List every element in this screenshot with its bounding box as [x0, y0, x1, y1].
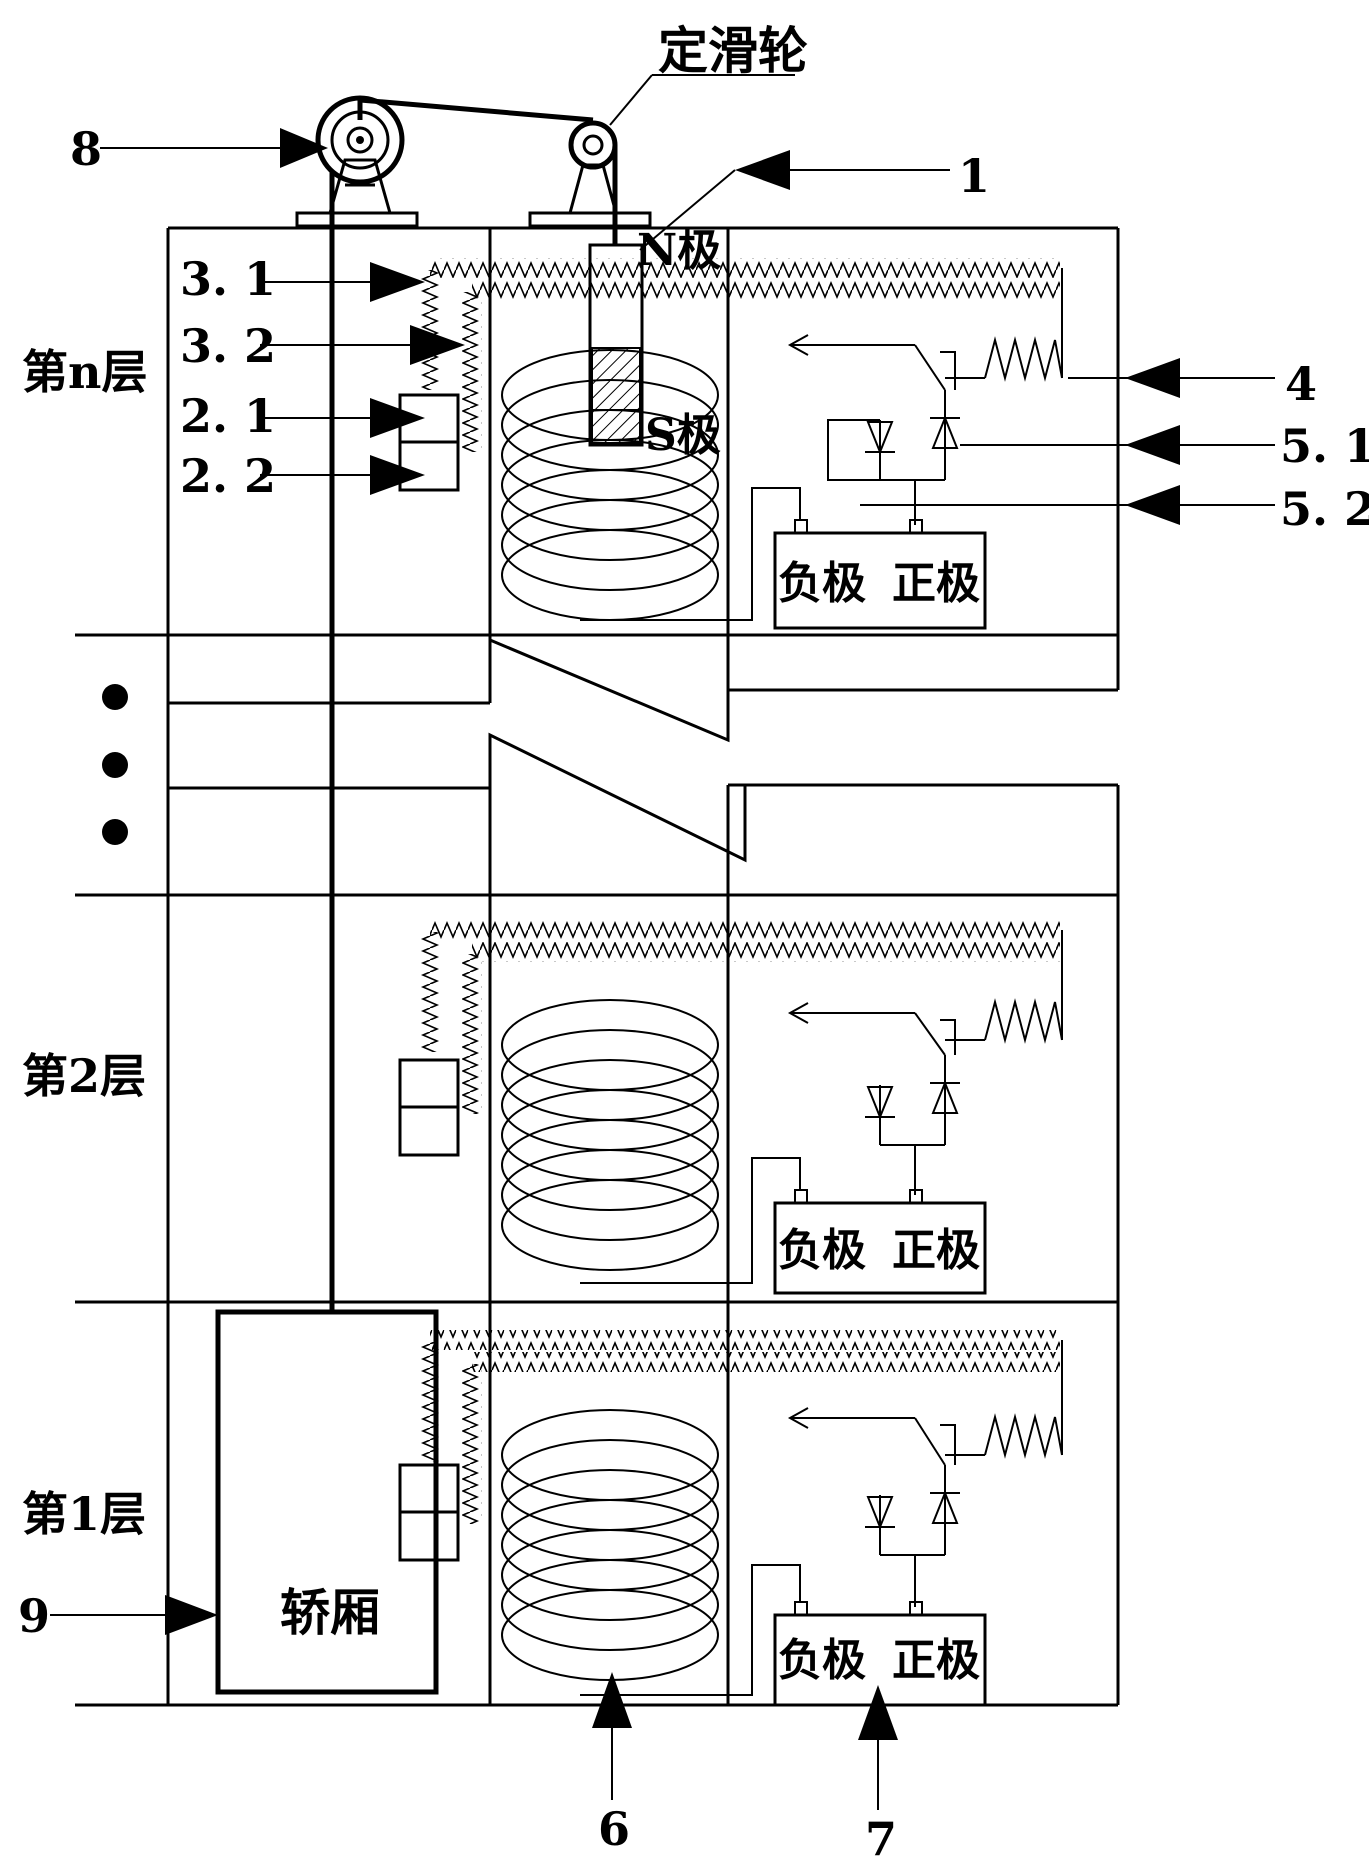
callout-9: 9: [18, 1589, 218, 1643]
motor-pulley: [295, 95, 419, 228]
svg-text:2. 1: 2. 1: [180, 389, 276, 443]
battery-positive-1: 正极: [892, 1635, 980, 1686]
coil-n: [501, 349, 719, 621]
svg-text:5. 2: 5. 2: [1280, 482, 1369, 536]
n-pole-label: N极: [637, 225, 721, 276]
coil-2: [501, 999, 719, 1271]
svg-text:9: 9: [18, 1589, 50, 1643]
car-label: 轿厢: [280, 1583, 380, 1642]
floor-label-1: 第1层: [22, 1487, 146, 1541]
cable: [329, 97, 618, 1310]
svg-text:6: 6: [598, 1802, 630, 1856]
callout-5-2: 5. 2: [860, 482, 1369, 536]
svg-text:7: 7: [865, 1812, 897, 1866]
battery-positive-n: 正极: [892, 558, 980, 609]
battery-negative-2: 负极: [778, 1225, 866, 1276]
floor-label-n: 第n层: [22, 345, 147, 399]
floor-label-2: 第2层: [22, 1049, 146, 1103]
ellipsis-dot: [102, 819, 128, 845]
coil-1: [501, 1409, 719, 1681]
callout-5-1: 5. 1: [960, 419, 1369, 473]
ellipsis-dot: [102, 684, 128, 710]
ellipsis-dot: [102, 752, 128, 778]
callout-2-2: 2. 2: [180, 449, 425, 503]
floor-n-equipment: [398, 243, 1063, 630]
callout-3-2: 3. 2: [180, 319, 465, 373]
callout-8: 8: [70, 122, 328, 176]
callout-2-1: 2. 1: [180, 389, 425, 443]
floor-1-equipment: [398, 1330, 1063, 1707]
svg-text:8: 8: [70, 122, 102, 176]
s-pole-label: S极: [645, 410, 721, 461]
fixed-pulley: [528, 120, 652, 228]
battery-negative-1: 负极: [778, 1635, 866, 1686]
svg-text:1: 1: [958, 149, 990, 203]
battery-negative-n: 负极: [778, 558, 866, 609]
elevator-car: [215, 1309, 439, 1695]
svg-text:4: 4: [1285, 357, 1317, 411]
callout-7: 7: [858, 1685, 898, 1866]
battery-positive-2: 正极: [892, 1225, 980, 1276]
callout-4: 4: [1068, 357, 1317, 411]
callout-6: 6: [592, 1672, 632, 1856]
callout-3-1: 3. 1: [180, 252, 425, 306]
svg-text:3. 1: 3. 1: [180, 252, 276, 306]
floor-2-equipment: [398, 920, 1063, 1295]
callout-1: 1: [639, 149, 990, 251]
svg-text:5. 1: 5. 1: [1280, 419, 1369, 473]
pulley-label: 定滑轮: [658, 21, 808, 80]
building-frame: [75, 226, 1120, 1707]
